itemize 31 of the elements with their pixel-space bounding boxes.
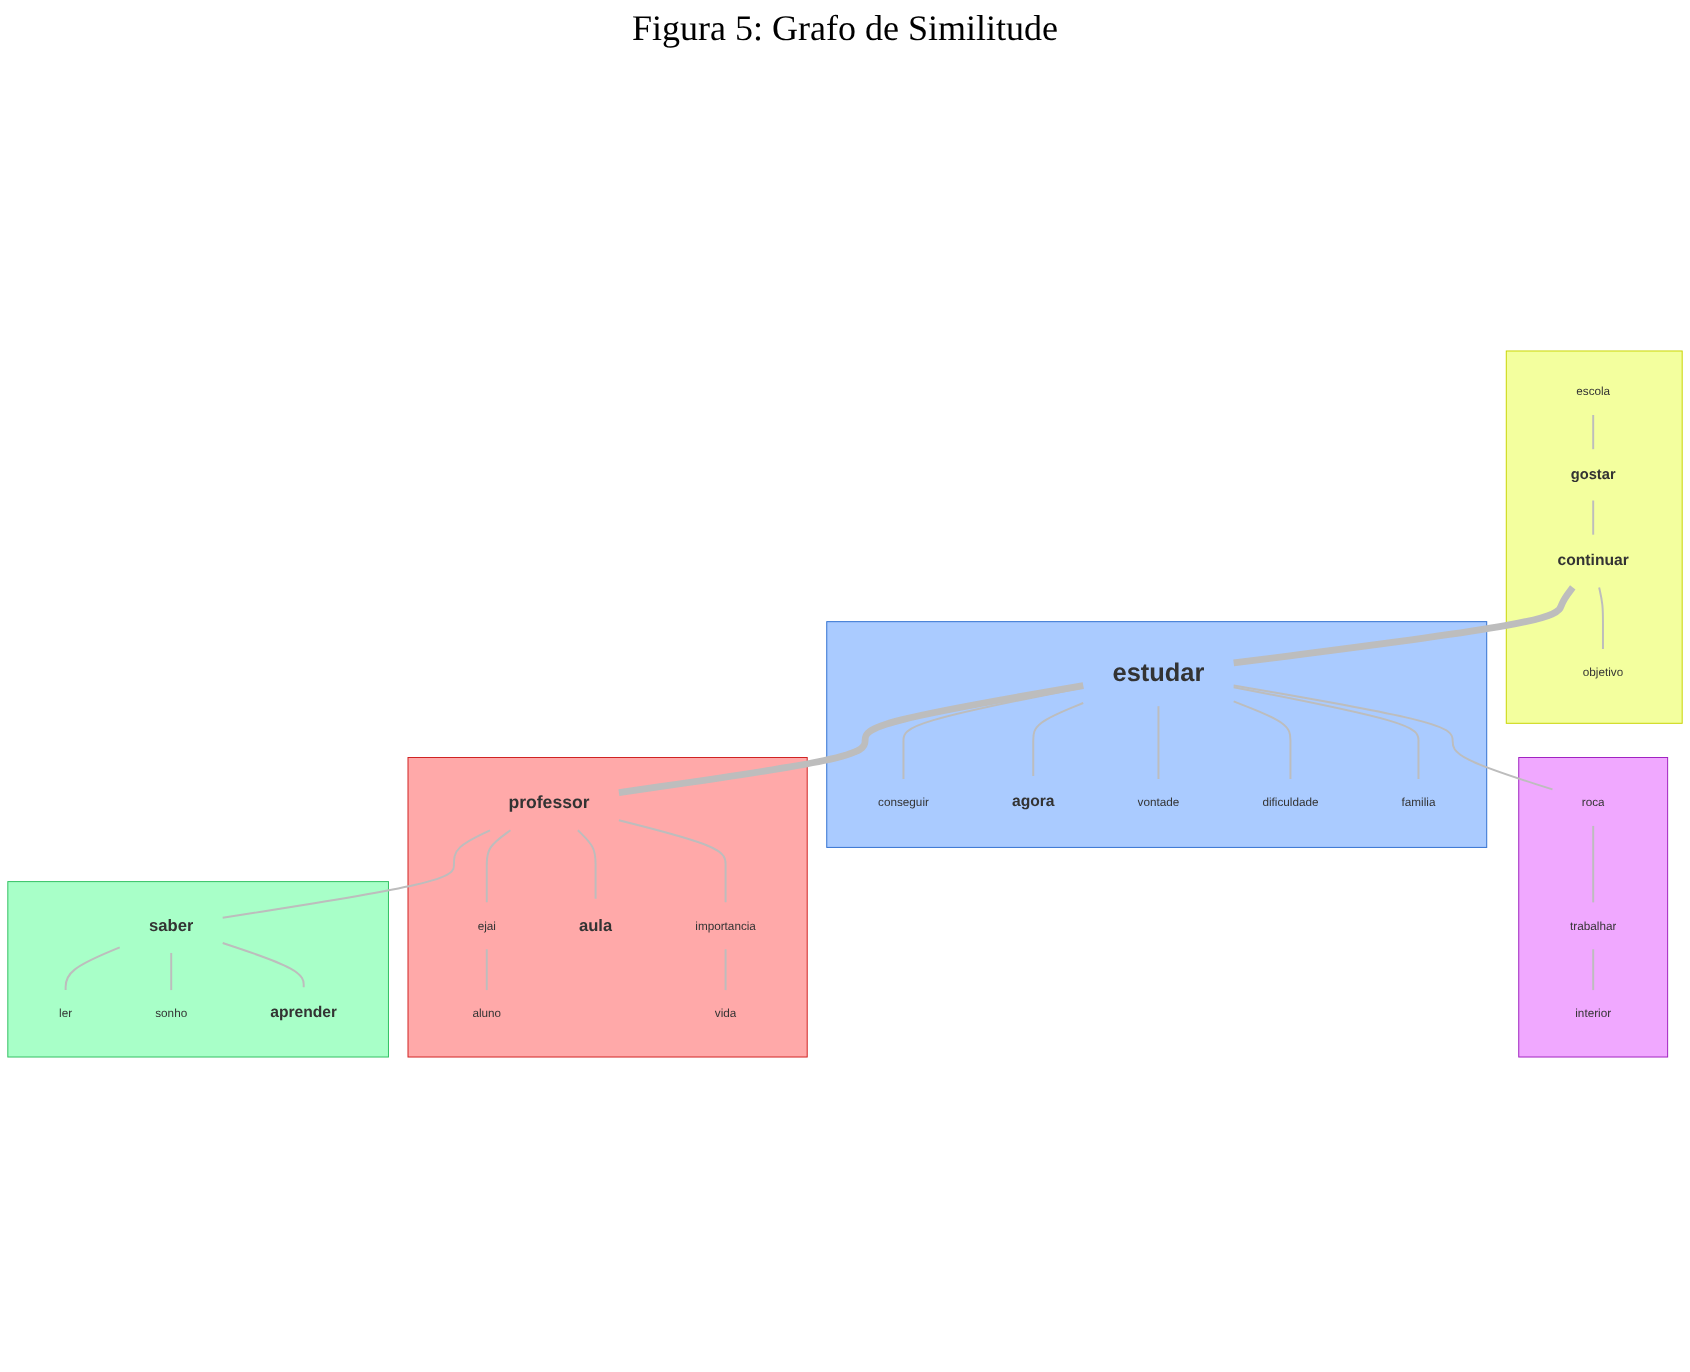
connector (617, 819, 727, 904)
cluster (1505, 350, 1683, 724)
connector (1232, 686, 1420, 780)
node-text: saber (149, 916, 194, 935)
connector (1232, 700, 1292, 780)
connector (1598, 586, 1604, 650)
connector (64, 946, 121, 992)
cluster (7, 881, 389, 1058)
connector (1592, 414, 1595, 451)
connector (1032, 702, 1085, 778)
cluster (826, 621, 1488, 848)
connector (618, 682, 1084, 796)
node-text: estudar (1112, 657, 1205, 687)
node-text: professor (508, 792, 590, 812)
connector (576, 829, 597, 900)
connector (170, 951, 173, 992)
connector (221, 942, 305, 989)
cluster (407, 757, 808, 1058)
connector (485, 948, 488, 992)
connector (1592, 948, 1595, 992)
connector (1592, 824, 1595, 904)
figure-title: Figura 5: Grafo de Similitude (630, 8, 1060, 50)
connector (221, 829, 492, 919)
connector (1232, 684, 1554, 791)
connector (1592, 499, 1595, 536)
cluster (1518, 757, 1669, 1058)
connector (1157, 705, 1160, 780)
connector (485, 829, 512, 904)
connector (724, 948, 727, 992)
node-text: aula (578, 916, 613, 935)
connector (1233, 585, 1576, 667)
